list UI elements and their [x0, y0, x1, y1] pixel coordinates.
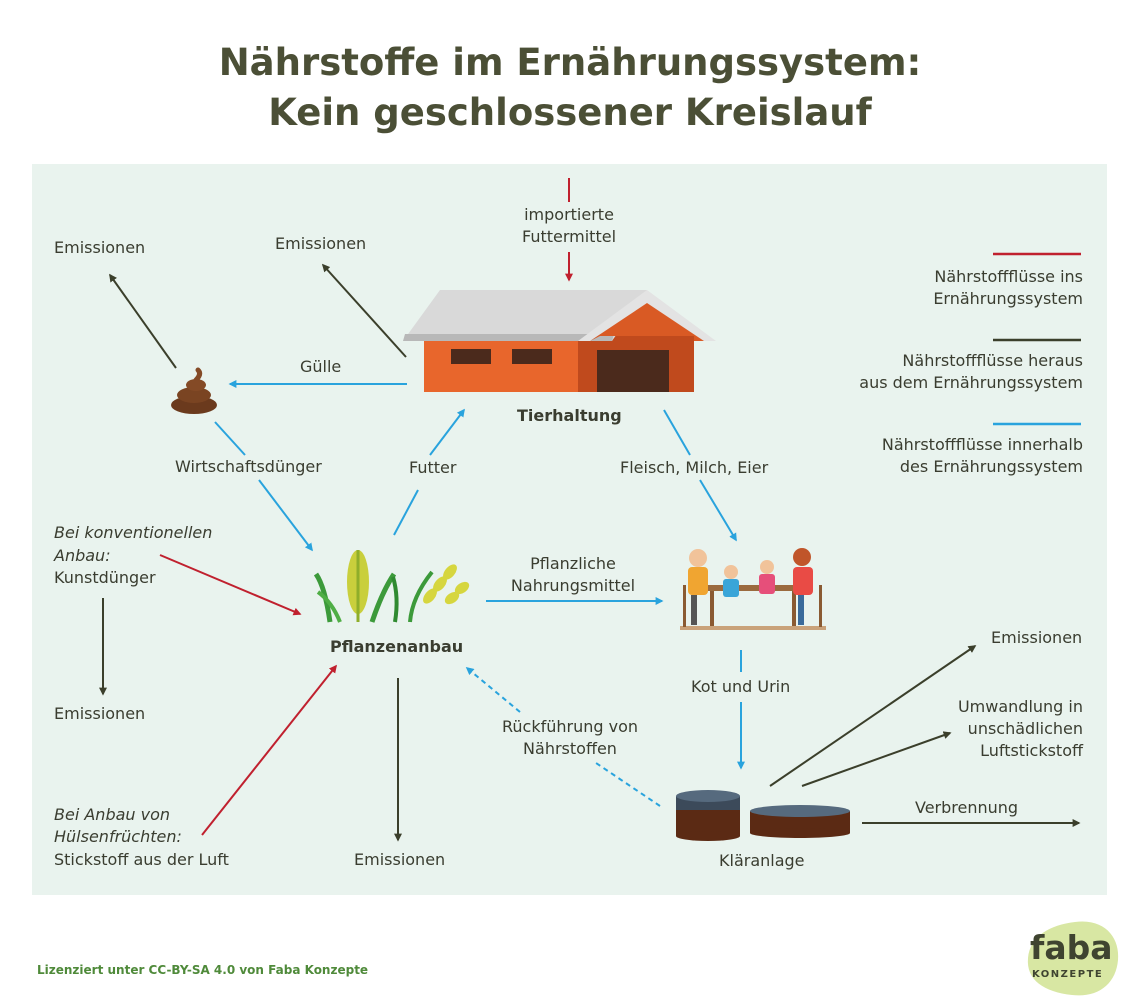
manure-icon	[171, 367, 217, 414]
arrow-stickstoff	[201, 664, 337, 836]
umwandlung-label-1: Umwandlung in	[957, 697, 1083, 716]
legend-out-line-1: Nährstoffflüsse heraus	[902, 351, 1083, 370]
arrow-fleisch-2	[699, 479, 737, 542]
treatment-plant-icon	[676, 790, 850, 841]
arrow-wirtschaftsduenger-2	[258, 479, 313, 552]
legend-within-line-2: des Ernährungssystem	[899, 457, 1083, 476]
arrow-emissionen-5	[769, 645, 977, 787]
legend-in-line-1: Nährstoffflüsse ins	[934, 267, 1083, 286]
arrow-rueck-2	[465, 666, 521, 713]
importierte-label-1: importierte	[524, 205, 614, 224]
emissionen-label-5: Emissionen	[991, 628, 1083, 647]
emissionen-label-1: Emissionen	[54, 238, 146, 257]
stickstoff-label: Stickstoff aus der Luft	[54, 850, 229, 869]
legend-out-line-2: aus dem Ernährungssystem	[859, 373, 1083, 392]
arrow-fleisch-1	[663, 409, 691, 456]
huelsen-label-1: Bei Anbau von	[54, 804, 170, 826]
konv-text-2: Anbau:	[54, 546, 111, 565]
logo-blob-icon	[1027, 921, 1119, 996]
arrow-rueck-1	[595, 762, 661, 807]
title-line-1: Nährstoffe im Ernährungssystem:	[218, 41, 922, 84]
huelsen-text-2: Hülsenfrüchten:	[54, 827, 182, 846]
huelsen-text-1: Bei Anbau von	[54, 805, 171, 824]
rueck-label-1: Rückführung von	[501, 717, 638, 736]
guelle-label: Gülle	[300, 357, 342, 376]
kunstduenger-label: Kunstdünger	[54, 568, 156, 587]
rueck-label-2: Nährstoffen	[523, 739, 617, 758]
emissionen-label-2: Emissionen	[275, 234, 367, 253]
barn-icon	[403, 290, 716, 392]
arrow-kunstduenger	[159, 554, 302, 616]
umwandlung-label-2: unschädlichen	[967, 719, 1083, 738]
importierte-label-2: Futtermittel	[521, 227, 617, 246]
diagram-panel	[32, 164, 1107, 895]
futter-label: Futter	[409, 458, 457, 477]
wirtschaftsduenger-label: Wirtschaftsdünger	[175, 457, 322, 476]
logo-name: faba	[1030, 928, 1113, 967]
arrow-umwandlung	[801, 731, 952, 787]
konv-text-1: Bei konventionellen	[54, 523, 213, 542]
klaeranlage-label: Kläranlage	[719, 851, 805, 870]
crops-icon	[313, 550, 470, 623]
emissionen-label-4: Emissionen	[354, 850, 446, 869]
arrow-emissionen-2	[321, 263, 407, 358]
pflanzlich-label-1: Pflanzliche	[530, 554, 616, 573]
arrow-futter-1	[393, 489, 419, 536]
title-line-2: Kein geschlossener Kreislauf	[268, 91, 872, 134]
license-footer: Lizenziert unter CC-BY-SA 4.0 von Faba K…	[37, 963, 369, 977]
legend-in-line-2: Ernährungssystem	[933, 289, 1083, 308]
emissionen-label-3: Emissionen	[54, 704, 146, 723]
kot-label: Kot und Urin	[691, 677, 791, 696]
logo-sub: KONZEPTE	[1032, 969, 1104, 980]
faba-logo: faba KONZEPTE	[1020, 918, 1122, 998]
family-icon	[680, 548, 826, 630]
pflanzlich-label-2: Nahrungsmittel	[510, 576, 636, 595]
arrow-wirtschaftsduenger-1	[214, 421, 246, 456]
konv-label-1: Bei konventionellen	[54, 522, 212, 544]
huelsen-label-2: Hülsenfrüchten:	[54, 826, 182, 848]
umwandlung-label-3: Luftstickstoff	[980, 741, 1083, 760]
konv-label-2: Anbau:	[54, 545, 111, 567]
fleisch-label: Fleisch, Milch, Eier	[620, 458, 769, 477]
tierhaltung-label: Tierhaltung	[517, 406, 622, 425]
verbrennung-label: Verbrennung	[915, 798, 1019, 817]
arrow-futter-2	[429, 408, 465, 456]
pflanzenanbau-label: Pflanzenanbau	[330, 637, 464, 656]
arrow-emissionen-1	[109, 273, 177, 369]
legend-within-line-1: Nährstoffflüsse innerhalb	[881, 435, 1083, 454]
